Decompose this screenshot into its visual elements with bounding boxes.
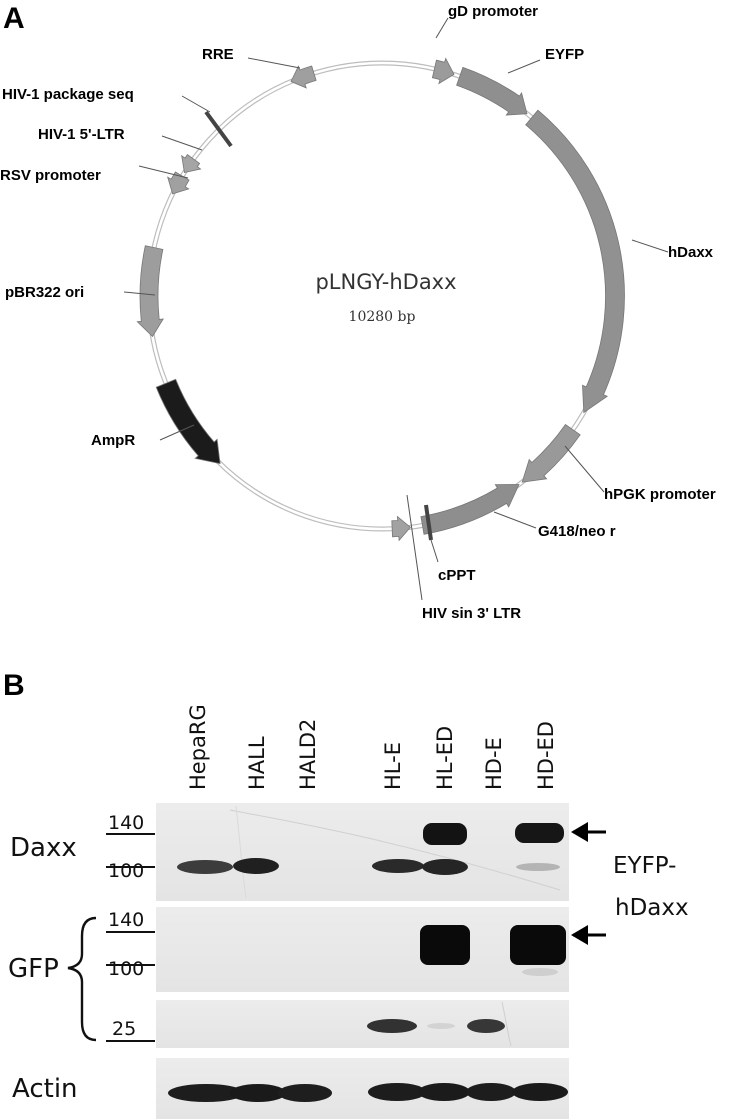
row-label-actin: Actin <box>12 1074 78 1104</box>
arrow-eyfp <box>456 66 528 116</box>
gfp-small-blot <box>156 1000 569 1048</box>
band-daxx-hd-ed-endogenous <box>516 863 560 871</box>
arrow-rre <box>290 65 317 89</box>
band-daxx-hl-e <box>372 859 424 873</box>
lane-label-hd-ed: HD-ED <box>534 721 558 790</box>
gfp-large-blot <box>156 907 569 992</box>
band-actin-hl-e <box>368 1083 426 1101</box>
band-actin-hd-ed <box>512 1083 568 1101</box>
plasmid-map: pLNGY-hDaxx 10280 bp gD promoter EYFP hD… <box>0 3 716 622</box>
arrow-hiv1-5-ltr <box>181 154 202 173</box>
fusion-label-line1: EYFP- <box>613 853 676 879</box>
band-daxx-hd-ed-fusion <box>515 823 564 843</box>
label-ampr: AmpR <box>91 432 135 449</box>
mw-daxx-100: 100 <box>108 860 144 882</box>
band-daxx-hl-ed-fusion <box>423 823 467 845</box>
band-gfp-hd-ed-fusion <box>510 925 566 965</box>
arrow-g418-neo-r <box>420 484 520 535</box>
label-cppt: cPPT <box>438 567 476 584</box>
plasmid-name: pLNGY-hDaxx <box>315 270 456 294</box>
label-hiv1-package-seq: HIV-1 package seq <box>2 86 134 103</box>
arrow-hdaxx <box>525 109 625 414</box>
gfp-brace <box>67 916 97 1042</box>
feature-arrows <box>136 57 625 542</box>
cppt-marker <box>424 504 433 541</box>
lane-label-hall: HALL <box>245 736 269 790</box>
band-actin-hall <box>230 1084 286 1102</box>
panel-a-letter: A <box>3 2 25 35</box>
arrow-pbr322-ori <box>136 245 164 338</box>
arrow-gfp-fusion-icon <box>571 925 588 945</box>
row-label-daxx: Daxx <box>10 833 77 863</box>
mw-gfp-25: 25 <box>112 1018 136 1040</box>
label-hdaxx: hDaxx <box>668 244 714 261</box>
lane-label-hl-e: HL-E <box>381 742 405 790</box>
lane-label-hl-ed: HL-ED <box>433 726 457 790</box>
band-gfp-free-hd-e <box>467 1019 505 1033</box>
arrow-ampr <box>155 378 221 465</box>
label-g418-neo-r: G418/neo r <box>538 523 616 540</box>
feature-labels: gD promoter EYFP hDaxx hPGK promoter G41… <box>0 3 716 622</box>
band-daxx-hl-ed-endogenous <box>422 859 468 875</box>
band-gfp-hl-ed-fusion <box>420 925 470 965</box>
band-daxx-hall <box>233 858 279 874</box>
band-daxx-heparg <box>177 860 233 874</box>
mw-gfp-100: 100 <box>108 958 144 980</box>
band-actin-hd-e <box>466 1083 516 1101</box>
label-gd-promoter: gD promoter <box>448 3 538 20</box>
band-actin-hl-ed <box>418 1083 470 1101</box>
label-rre: RRE <box>202 46 234 63</box>
lane-label-hald2: HALD2 <box>296 719 320 790</box>
row-label-gfp: GFP <box>8 954 59 984</box>
lane-label-hd-e: HD-E <box>482 737 506 790</box>
band-actin-hald2 <box>278 1084 332 1102</box>
arrow-hiv-sin-3-ltr <box>391 515 411 542</box>
arrow-daxx-fusion-icon <box>571 822 588 842</box>
label-hiv1-5-ltr: HIV-1 5'-LTR <box>38 126 125 143</box>
lane-label-heparg: HepaRG <box>186 704 210 790</box>
arrow-hpgk-promoter <box>521 423 581 483</box>
plasmid-size: 10280 bp <box>349 309 416 325</box>
panel-b-letter: B <box>3 669 25 702</box>
arrow-gd-promoter <box>431 57 455 85</box>
label-hiv-sin-3-ltr: HIV sin 3' LTR <box>422 605 521 622</box>
daxx-blot <box>156 803 569 901</box>
label-eyfp: EYFP <box>545 46 584 63</box>
fusion-label-line2: hDaxx <box>615 895 689 921</box>
band-actin-heparg <box>168 1084 244 1102</box>
package-seq-marker <box>204 110 233 148</box>
mw-gfp-140: 140 <box>108 909 144 931</box>
lane-labels: HepaRG HALL HALD2 HL-E HL-ED HD-E HD-ED <box>186 704 558 790</box>
western-blots <box>156 803 569 1119</box>
mw-daxx-140: 140 <box>108 812 144 834</box>
label-rsv-promoter: RSV promoter <box>0 167 101 184</box>
fusion-arrows <box>571 822 606 945</box>
label-pbr322-ori: pBR322 ori <box>5 284 84 301</box>
band-gfp-free-hl-e <box>367 1019 417 1033</box>
mw-markers: 140 100 140 100 25 <box>106 812 155 1042</box>
label-hpgk-promoter: hPGK promoter <box>604 486 716 503</box>
feature-leaders <box>123 17 669 601</box>
